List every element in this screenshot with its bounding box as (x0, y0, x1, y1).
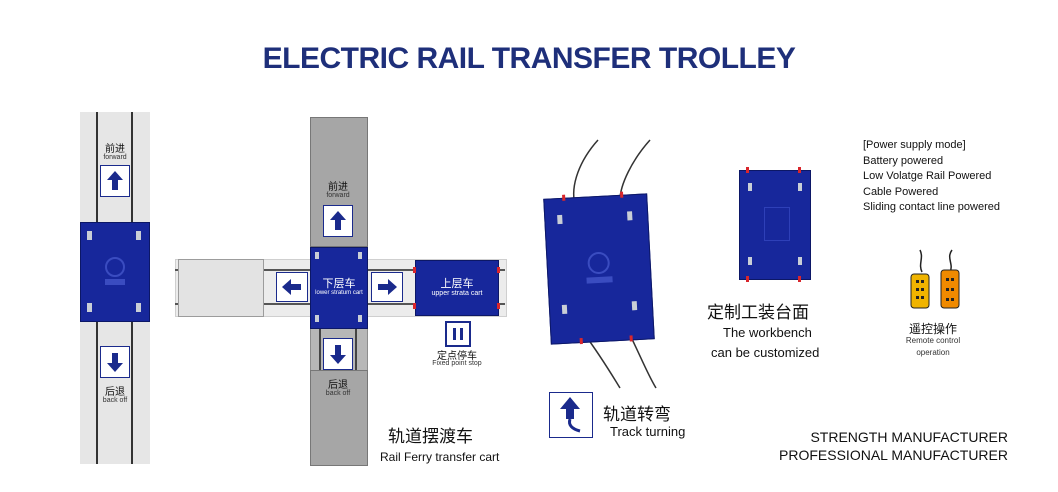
fixed-stop-sublabel: Fixed point stop (432, 360, 482, 367)
lower-stratum-cart: 下层车 lower stratum cart (310, 247, 368, 329)
back-label: 后退 (328, 380, 348, 391)
arrow-up-icon (330, 211, 346, 230)
arrow-down-icon (330, 345, 346, 364)
upper-strata-cart: 上层车 upper strata cart (413, 260, 500, 316)
back-arrow-button[interactable] (100, 346, 130, 378)
remote-control-icon (910, 249, 960, 309)
logo-watermark-icon (586, 252, 613, 284)
power-option: Sliding contact line powered (863, 201, 1000, 213)
back-sublabel: back off (102, 397, 128, 404)
ferry-panel: 前进 forward 下层车 lower stratum cart 上层车 up… (175, 112, 515, 466)
turn-arrow-icon (560, 397, 581, 433)
turning-cart (543, 191, 655, 345)
lower-cart-label: 下层车 (322, 277, 356, 290)
left-stub-track (178, 259, 264, 317)
forward-sublabel: forward (326, 192, 350, 199)
remote-caption-en-1: Remote control (905, 336, 961, 345)
logo-watermark-icon (105, 257, 125, 285)
back-label: 后退 (105, 387, 125, 398)
ferry-caption: 轨道摆渡车 (388, 427, 473, 447)
workbench-panel (764, 207, 790, 241)
lower-cart-sublabel: lower stratum cart (315, 290, 363, 296)
forward-label: 前进 (328, 182, 348, 193)
forward-arrow-button[interactable] (323, 205, 353, 237)
forward-label: 前进 (105, 144, 125, 155)
lower-pit (310, 370, 368, 466)
footer-line-2: PROFESSIONAL MANUFACTURER (779, 447, 1008, 463)
power-option: Cable Powered (863, 185, 939, 198)
workbench-caption-en-1: The workbench (723, 325, 812, 340)
upper-cart-label: 上层车 (440, 277, 474, 290)
left-arrow-button[interactable] (276, 272, 308, 302)
trolley-cart (80, 222, 150, 322)
arrow-up-icon (107, 171, 123, 190)
straight-track-panel: 前进 forward 后退 back off (80, 112, 150, 464)
ferry-caption-en: Rail Ferry transfer cart (380, 450, 500, 464)
back-arrow-button[interactable] (323, 338, 353, 370)
workbench-caption: 定制工装台面 (707, 303, 809, 323)
forward-arrow-button[interactable] (100, 165, 130, 197)
pause-icon (453, 328, 463, 340)
workbench-caption-en-2: can be customized (711, 345, 820, 360)
back-sublabel: back off (325, 390, 351, 397)
forward-sublabel: forward (103, 154, 127, 161)
remote-caption-en-2: operation (916, 348, 950, 357)
power-option: Low Volatge Rail Powered (863, 170, 992, 182)
fixed-stop-button[interactable] (445, 321, 471, 347)
power-supply-heading: [Power supply mode] (863, 139, 966, 151)
power-option: Battery powered (863, 154, 944, 167)
footer-line-1: STRENGTH MANUFACTURER (810, 429, 1008, 445)
page-title: ELECTRIC RAIL TRANSFER TROLLEY (262, 42, 796, 75)
workbench-cart (739, 167, 811, 282)
right-arrow-button[interactable] (371, 272, 403, 302)
arrow-right-icon (378, 279, 397, 295)
fixed-stop-label: 定点停车 (437, 351, 477, 362)
remote-caption: 遥控操作 (908, 322, 957, 336)
track-turning-caption: 轨道转弯 (603, 405, 671, 425)
upper-pit (310, 117, 368, 247)
arrow-left-icon (282, 279, 301, 295)
track-turning-caption-en: Track turning (610, 424, 686, 439)
power-supply-list: [Power supply mode] Battery powered Low … (863, 138, 1043, 216)
track-turning-icon-box (549, 392, 593, 438)
upper-cart-sublabel: upper strata cart (431, 290, 483, 297)
arrow-down-icon (107, 353, 123, 372)
